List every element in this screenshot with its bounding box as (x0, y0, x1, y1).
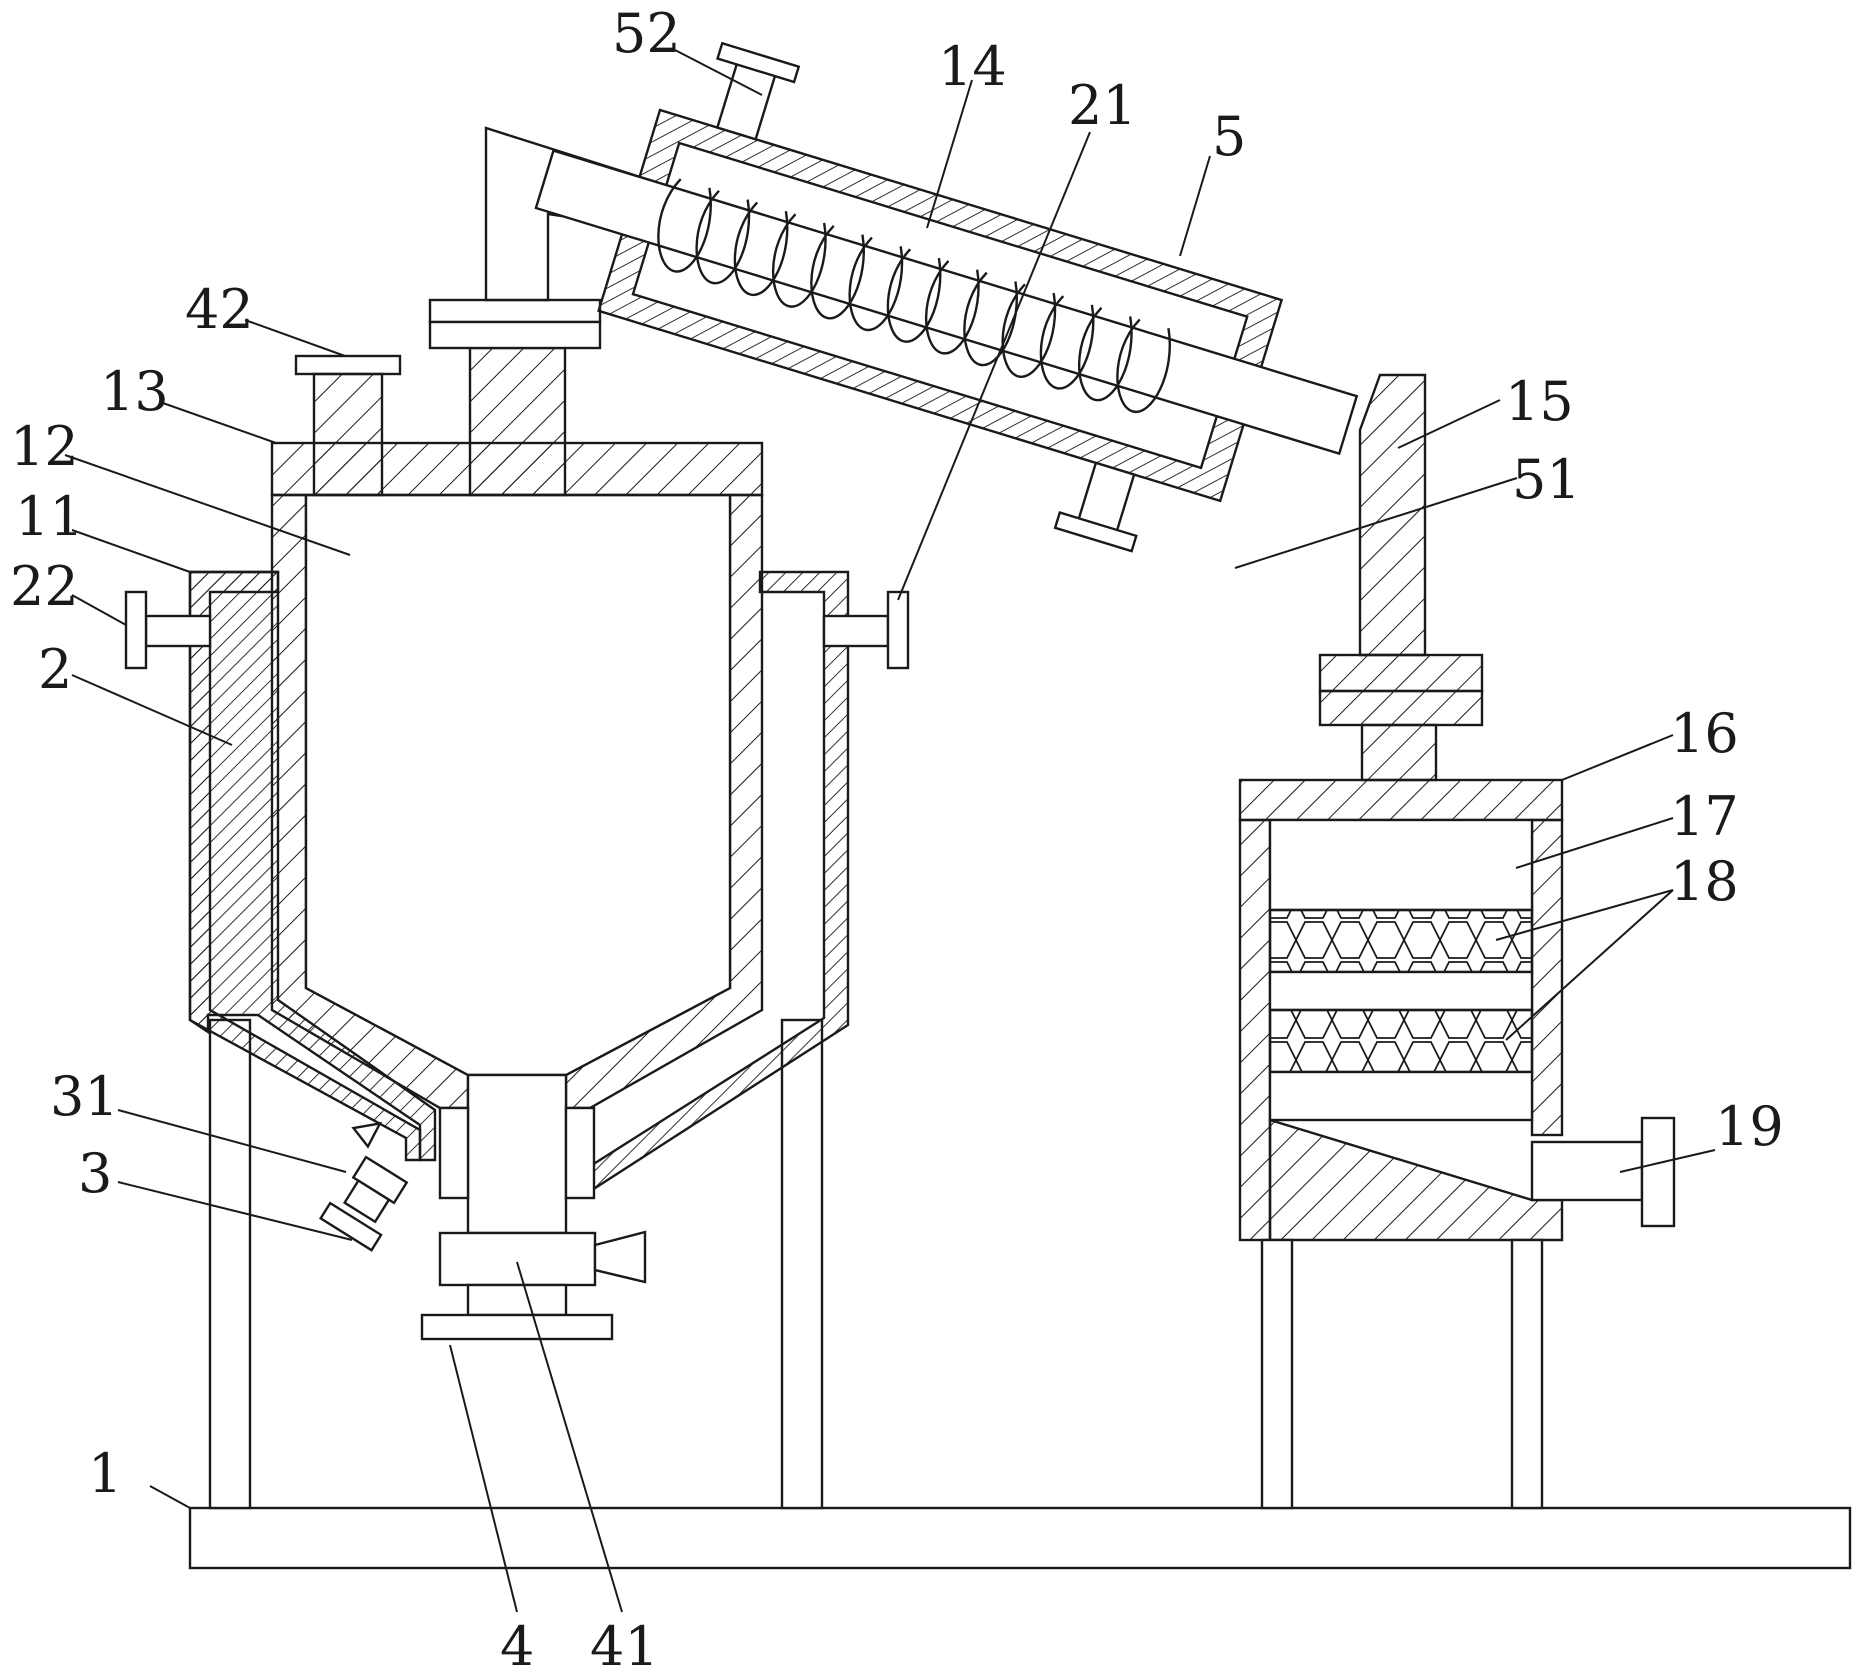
callout-17: 17 (1670, 785, 1739, 848)
callout-5: 5 (1212, 105, 1246, 168)
callout-15: 15 (1505, 370, 1574, 433)
base-plate (188, 1506, 1852, 1570)
cooling-coil (657, 178, 1171, 413)
filter-layer-lower (1268, 1008, 1534, 1074)
callout-labels: 52 14 21 5 42 13 12 11 22 2 15 51 16 17 … (10, 2, 1784, 1678)
callout-31: 31 (50, 1065, 119, 1128)
callout-1: 1 (88, 1442, 122, 1505)
callout-41: 41 (590, 1615, 659, 1678)
callout-3: 3 (78, 1142, 112, 1205)
callout-4: 4 (500, 1615, 534, 1678)
receiver-tank (1238, 778, 1676, 1510)
jacket-ports (124, 590, 910, 670)
filter-layer-upper (1268, 908, 1534, 974)
drain-valve (318, 1121, 409, 1252)
callout-13: 13 (100, 360, 169, 423)
callout-42: 42 (185, 278, 254, 341)
vessel-legs (208, 1018, 824, 1510)
callout-52: 52 (612, 2, 681, 65)
leader-lines (64, 49, 1716, 1613)
callout-21: 21 (1068, 74, 1137, 137)
callout-12: 12 (10, 415, 79, 478)
callout-11: 11 (15, 485, 84, 548)
condenser (534, 41, 1359, 553)
callout-18: 18 (1670, 850, 1739, 913)
callout-51: 51 (1512, 448, 1581, 511)
callout-16: 16 (1670, 702, 1739, 765)
callout-14: 14 (938, 35, 1007, 98)
feed-nozzle (294, 354, 402, 497)
condensate-pipe (1318, 373, 1484, 782)
reaction-vessel (270, 441, 764, 1110)
callout-22: 22 (10, 555, 79, 618)
callout-19: 19 (1715, 1095, 1784, 1158)
bottom-outlet (420, 1073, 647, 1341)
callout-2: 2 (38, 638, 72, 701)
